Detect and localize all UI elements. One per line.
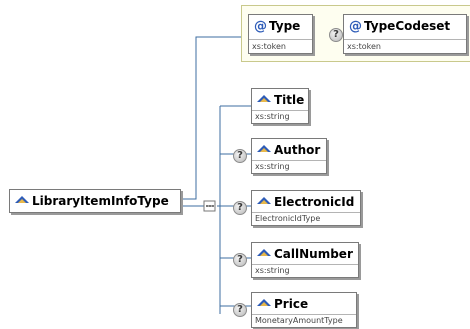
element-callnumber-datatype: xs:string <box>255 266 290 275</box>
attribute-typecodeset[interactable]: @TypeCodeset xs:token <box>343 14 467 54</box>
attribute-type-datatype: xs:token <box>252 42 286 51</box>
element-callnumber[interactable]: CallNumber xs:string <box>251 242 359 278</box>
node-divider <box>252 314 356 315</box>
optional-question-icon: ? <box>233 253 247 267</box>
root-label: LibraryItemInfoType <box>32 194 169 208</box>
attribute-type-label: Type <box>269 19 301 33</box>
element-price[interactable]: Price MonetaryAmountType <box>251 292 357 328</box>
element-diamond-icon <box>257 299 271 306</box>
element-author-label: Author <box>274 143 321 157</box>
node-divider <box>252 264 358 265</box>
attribute-typecodeset-datatype: xs:token <box>347 42 381 51</box>
element-diamond-icon <box>15 196 29 203</box>
attribute-at-icon: @ <box>349 19 362 34</box>
element-price-datatype: MonetaryAmountType <box>255 316 343 325</box>
attribute-at-icon: @ <box>254 19 267 34</box>
sequence-compositor-icon <box>203 200 216 212</box>
element-title-datatype: xs:string <box>255 112 290 121</box>
root-node[interactable]: LibraryItemInfoType <box>9 189 181 213</box>
node-divider <box>252 110 308 111</box>
node-divider <box>252 160 326 161</box>
element-electronicid[interactable]: ElectronicId ElectronicIdType <box>251 190 361 226</box>
root-to-attributes-connector <box>181 36 241 200</box>
element-diamond-icon <box>257 249 271 256</box>
node-divider <box>344 39 466 40</box>
element-diamond-icon <box>257 197 271 204</box>
optional-question-icon: ? <box>233 303 247 317</box>
element-author[interactable]: Author xs:string <box>251 138 327 174</box>
element-title[interactable]: Title xs:string <box>251 88 309 124</box>
node-divider <box>249 39 312 40</box>
element-electronicid-datatype: ElectronicIdType <box>255 214 321 223</box>
optional-question-icon: ? <box>329 28 343 42</box>
attribute-typecodeset-label: TypeCodeset <box>364 19 451 33</box>
element-electronicid-label: ElectronicId <box>274 195 355 209</box>
element-diamond-icon <box>257 95 271 102</box>
node-divider <box>252 212 360 213</box>
element-price-label: Price <box>274 297 309 311</box>
optional-question-icon: ? <box>233 201 247 215</box>
element-callnumber-label: CallNumber <box>274 247 353 261</box>
optional-question-icon: ? <box>233 149 247 163</box>
element-diamond-icon <box>257 145 271 152</box>
element-author-datatype: xs:string <box>255 162 290 171</box>
attribute-type[interactable]: @Type xs:token <box>248 14 313 54</box>
element-title-label: Title <box>274 93 305 107</box>
